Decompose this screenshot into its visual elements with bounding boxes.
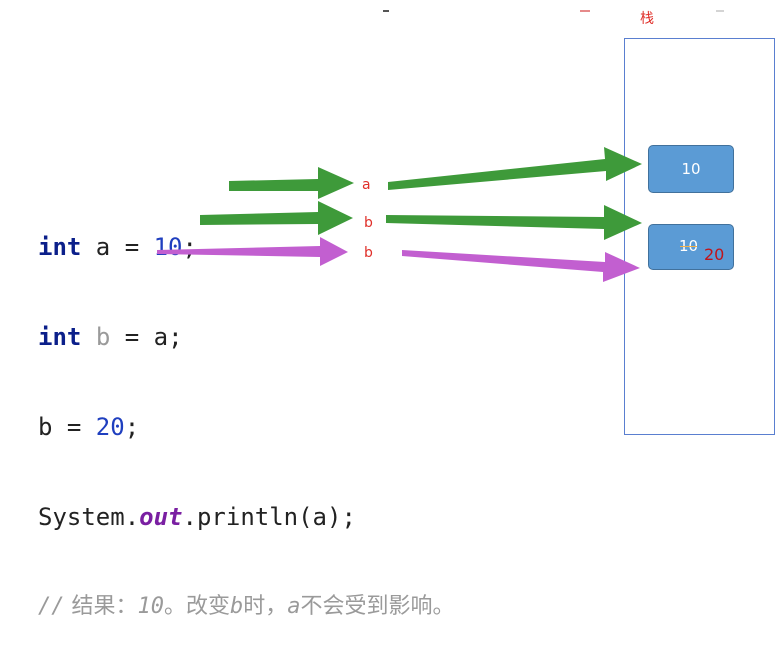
code-text: a = <box>81 233 154 261</box>
cell-value: 10 <box>681 160 701 178</box>
arrow-b-to-cell2 <box>386 205 642 240</box>
code-text: .println(a); <box>182 503 356 531</box>
arrow-code-to-b-purple <box>157 237 348 266</box>
top-mark <box>580 10 590 12</box>
keyword-int: int <box>38 233 82 261</box>
comment-text: 。改变 <box>164 594 231 619</box>
arrows-layer <box>157 147 642 282</box>
stack-cell-a: 10 <box>648 145 734 193</box>
arrow-b-to-cell2-purple <box>402 250 640 282</box>
keyword-int: int <box>38 323 82 351</box>
strikethrough-mark <box>680 246 697 247</box>
arrow-code-to-a <box>229 167 354 199</box>
code-comment: // 结果：10。改变b时，a不会受到影响。 <box>38 592 455 622</box>
number-literal: 10 <box>153 233 183 261</box>
code-line-3: b = 20; <box>38 412 455 442</box>
number-literal: 20 <box>95 413 125 441</box>
label-b-first: b <box>364 215 373 231</box>
label-b-second: b <box>364 245 373 261</box>
stack-frame <box>624 38 775 435</box>
code-text: System. <box>38 503 140 531</box>
code-text: = a; <box>110 323 183 351</box>
code-text: ; <box>124 413 140 441</box>
code-line-4: System.out.println(a); <box>38 502 455 532</box>
stack-cell-b: 10 20 <box>648 224 734 270</box>
comment-text: 结果： <box>64 594 138 619</box>
stack-title: 栈 <box>640 11 654 27</box>
comment-number: 10 <box>137 594 165 619</box>
label-a: a <box>362 177 371 193</box>
code-text: b = <box>38 413 96 441</box>
code-line-1: int a = 10; <box>38 232 455 262</box>
comment-text: 不会受到影响。 <box>300 594 455 619</box>
cell-new-value: 20 <box>704 245 725 264</box>
comment-slashes: // <box>38 594 65 619</box>
code-line-2: int b = a; <box>38 322 455 352</box>
top-mark <box>716 10 724 12</box>
variable-b: b <box>95 323 111 351</box>
arrow-code-to-b <box>200 201 353 235</box>
comment-text: 时， <box>243 594 288 619</box>
arrow-a-to-cell1 <box>388 147 642 190</box>
field-out: out <box>139 503 183 531</box>
top-mark <box>383 10 389 12</box>
comment-var-b: b <box>230 594 244 619</box>
comment-var-a: a <box>287 594 301 619</box>
